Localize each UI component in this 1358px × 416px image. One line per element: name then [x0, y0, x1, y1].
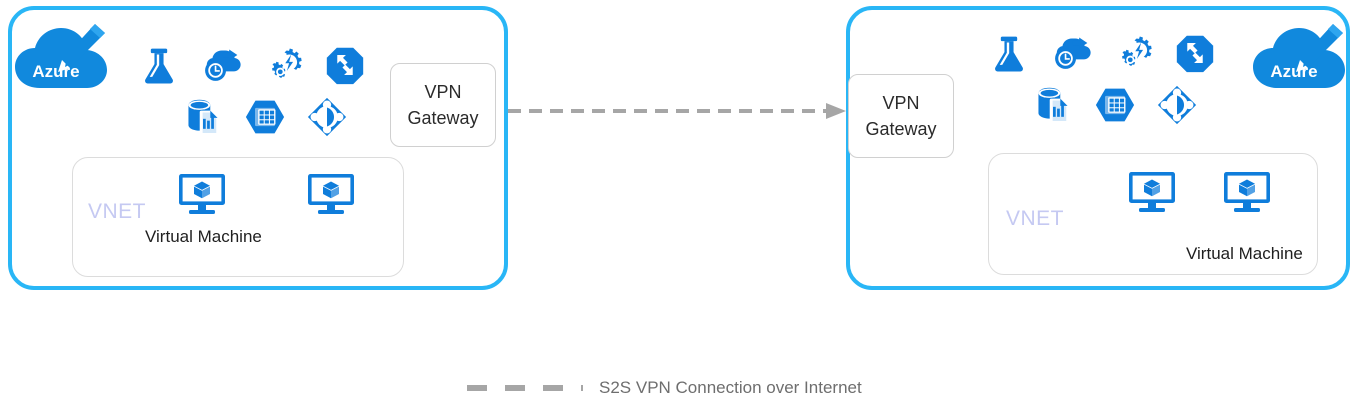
cloud-backup-clock-icon [1040, 24, 1102, 82]
database-document-icon [172, 88, 234, 146]
legend: S2S VPN Connection over Internet [465, 378, 862, 398]
flask-icon [128, 36, 190, 94]
vnet-label-right: VNET [1006, 207, 1065, 230]
vpn-gateway-box-left[interactable]: VPN Gateway [390, 63, 496, 147]
virtual-machine-icon [177, 172, 235, 218]
gears-lightning-icon [252, 36, 314, 94]
service-icons-row-1-left [128, 36, 376, 94]
diamond-nodes-icon [296, 88, 358, 146]
service-icons-row-2-right [1022, 76, 1208, 134]
cloud-backup-clock-icon [190, 36, 252, 94]
azure-cloud-logo: Azure [1250, 22, 1350, 94]
virtual-machine-label-right: Virtual Machine [1186, 244, 1303, 263]
hexagon-grid-icon [234, 88, 296, 146]
legend-dashed-swatch [467, 385, 583, 391]
vnet-label-left: VNET [88, 200, 147, 223]
vpn-gateway-line1: VPN [882, 92, 920, 113]
service-icons-row-1-right [978, 24, 1226, 82]
hexagon-arrows-icon [314, 36, 376, 94]
flask-icon [978, 24, 1040, 82]
vpn-gateway-box-right[interactable]: VPN Gateway [848, 74, 954, 158]
diamond-nodes-icon [1146, 76, 1208, 134]
vpn-gateway-line2: Gateway [865, 119, 937, 139]
s2s-vpn-arrow [508, 100, 848, 122]
vpn-gateway-line1: VPN [424, 81, 462, 102]
virtual-machine-icon [1127, 170, 1185, 216]
azure-logo-label: Azure [32, 62, 79, 81]
virtual-machine-icon [1222, 170, 1280, 216]
azure-cloud-logo: Azure [12, 22, 112, 94]
vpn-gateway-line2: Gateway [407, 108, 479, 128]
legend-label: S2S VPN Connection over Internet [599, 378, 862, 397]
hexagon-arrows-icon [1164, 24, 1226, 82]
hexagon-grid-icon [1084, 76, 1146, 134]
service-icons-row-2-left [172, 88, 358, 146]
gears-lightning-icon [1102, 24, 1164, 82]
database-document-icon [1022, 76, 1084, 134]
azure-logo-label: Azure [1270, 62, 1317, 81]
virtual-machine-label-left: Virtual Machine [145, 227, 262, 246]
virtual-machine-icon [306, 172, 364, 218]
